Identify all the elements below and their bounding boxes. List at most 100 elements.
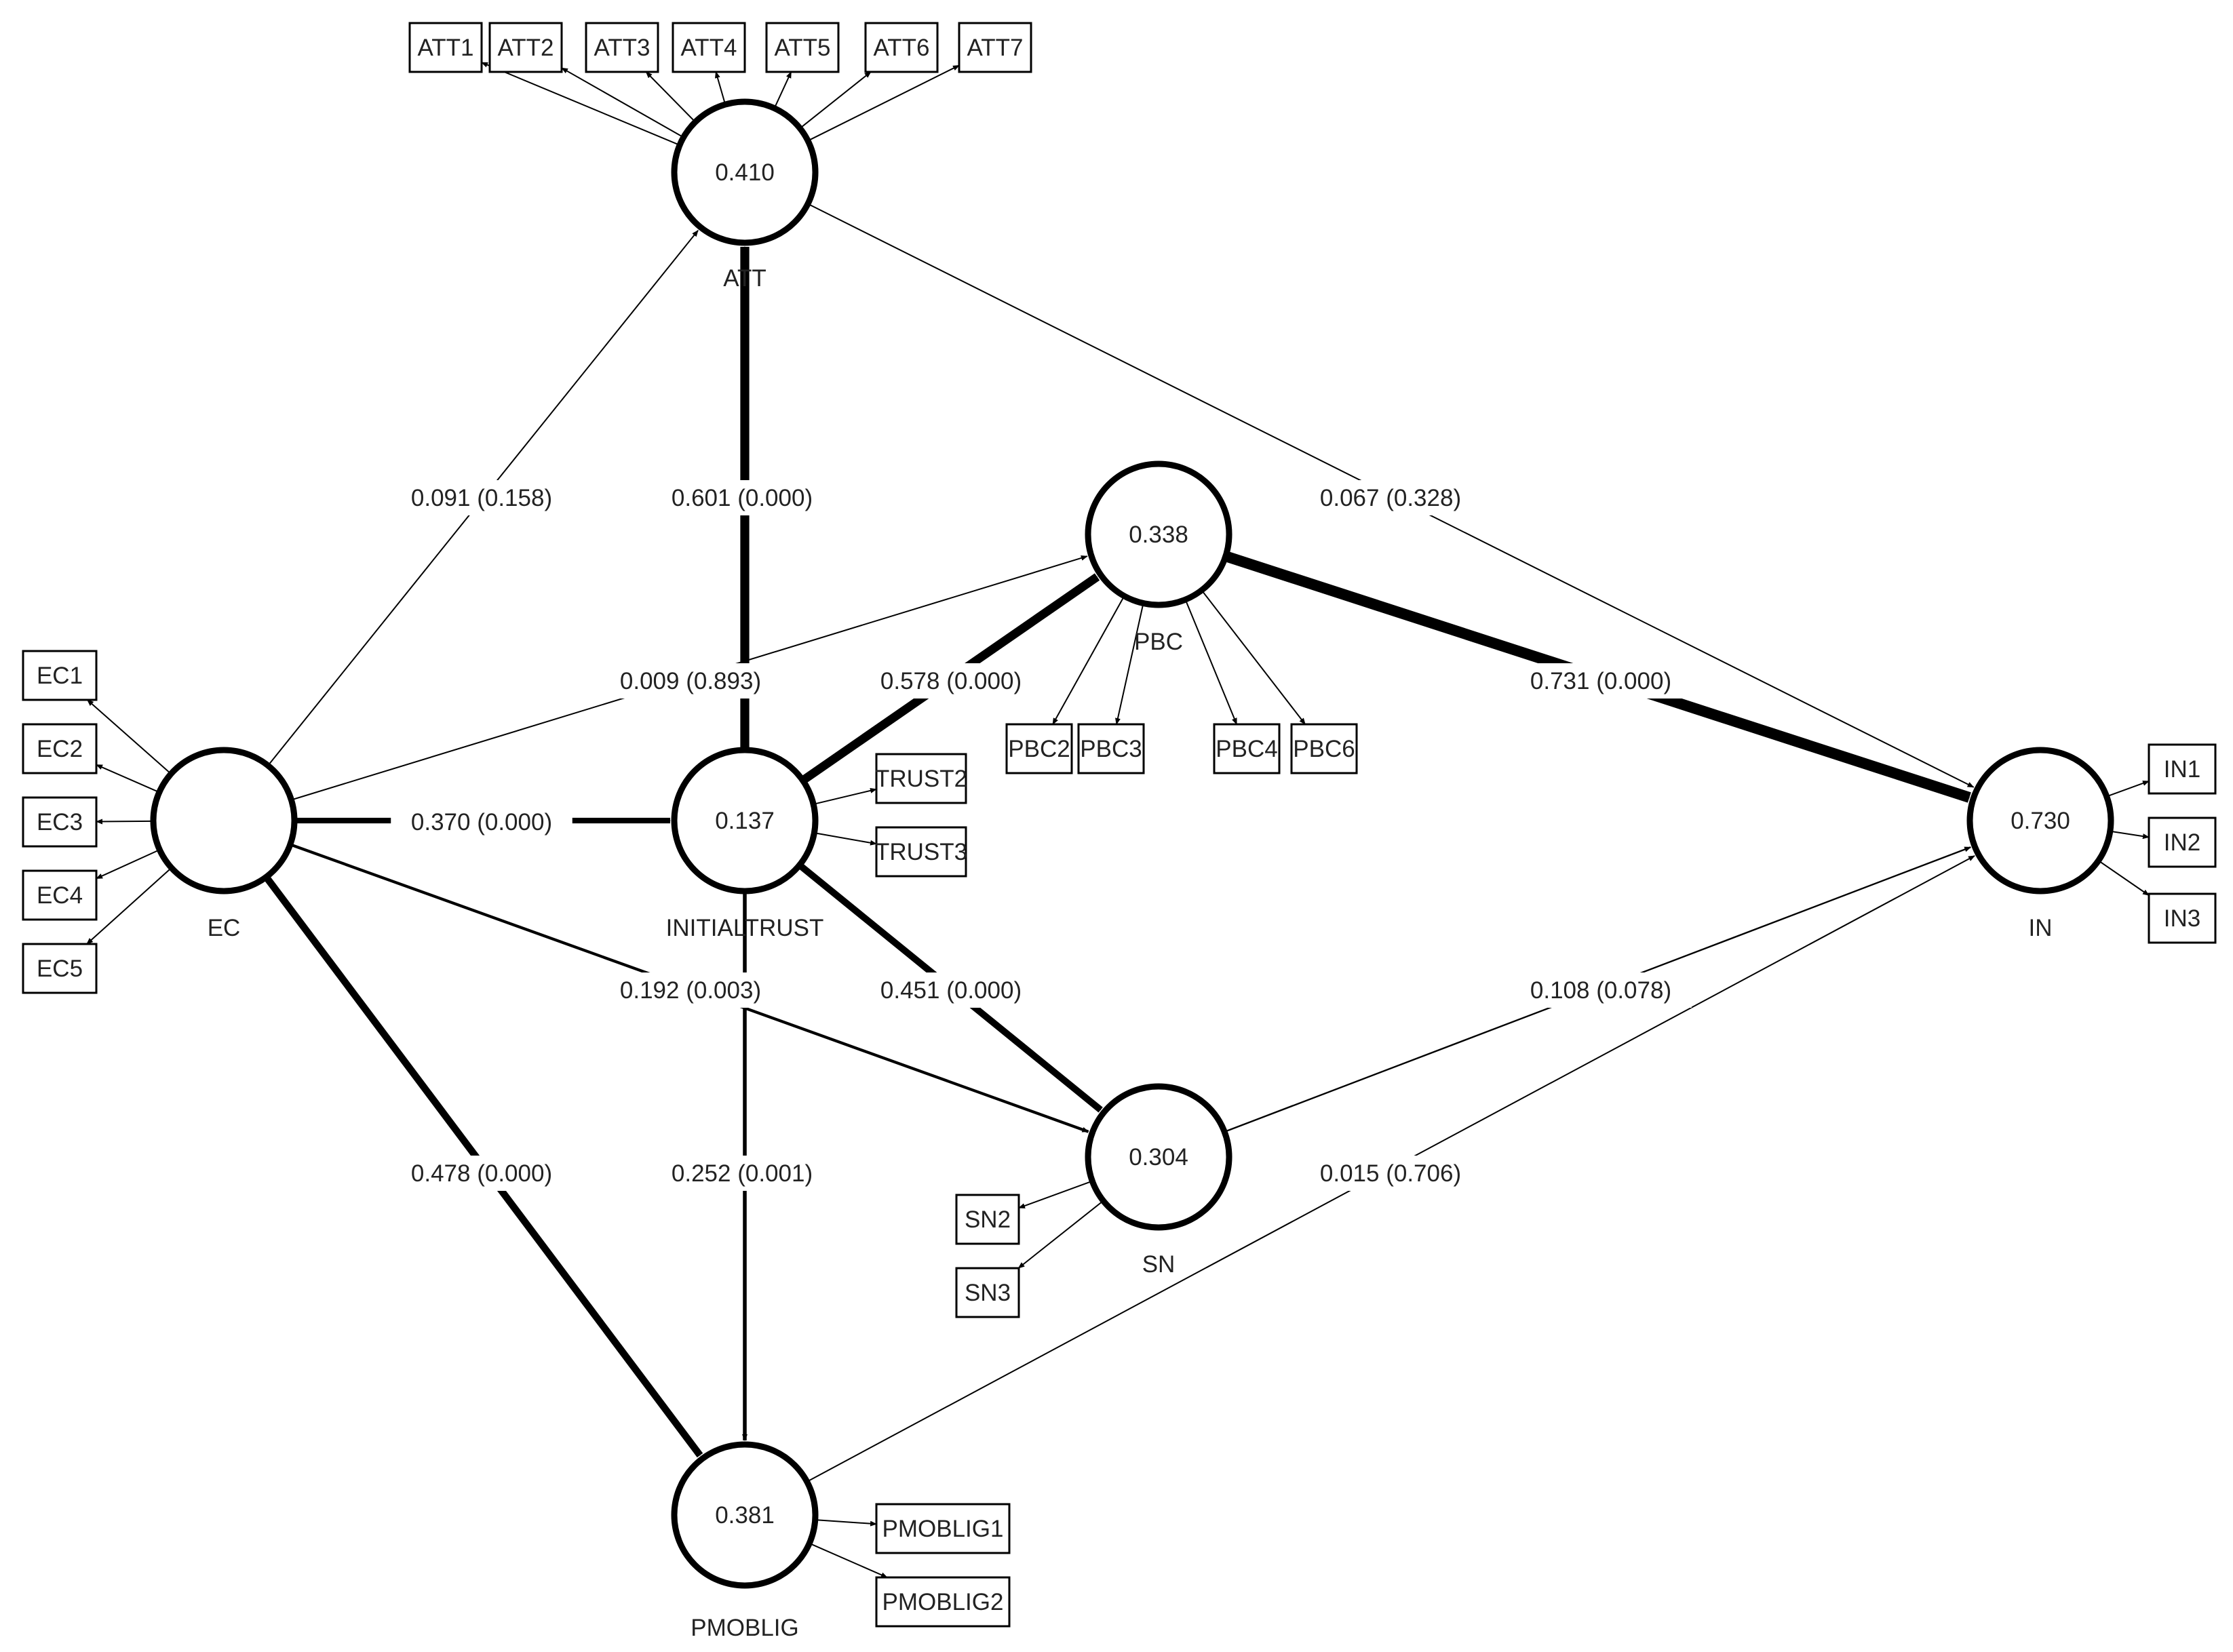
loading-arrow-pbc4 <box>1185 600 1238 725</box>
loading-arrow-pmoblig1 <box>816 1519 877 1527</box>
indicator-in2: IN2 <box>2148 817 2217 868</box>
path-coefficient-pbc-in: 0.731 (0.000) <box>1530 668 1671 694</box>
loading-arrow-pbc2 <box>1052 597 1125 725</box>
r-squared-value: 0.410 <box>715 159 775 186</box>
indicator-sn2: SN2 <box>955 1194 1020 1245</box>
path-coefficient-att-in: 0.067 (0.328) <box>1320 485 1461 511</box>
indicator-in1: IN1 <box>2148 743 2217 795</box>
indicator-box <box>2148 817 2217 868</box>
path-coefficient-tr-pm: 0.252 (0.001) <box>672 1160 813 1187</box>
indicator-ec3: EC3 <box>22 796 98 848</box>
coef-label-bg <box>1300 1156 1481 1191</box>
coef-label-bg <box>391 804 572 840</box>
indicator-box <box>1005 723 1073 774</box>
indicator-box <box>955 1194 1020 1245</box>
indicator-att3: ATT3 <box>585 22 659 73</box>
construct-name: INITIALTRUST <box>666 915 824 941</box>
path-coefficient-tr-sn: 0.451 (0.000) <box>880 977 1022 1004</box>
indicator-box <box>864 22 939 73</box>
loading-arrow-trust2 <box>814 787 877 805</box>
indicator-trust2: TRUST2 <box>875 753 967 804</box>
indicator-pbc6: PBC6 <box>1290 723 1358 774</box>
indicator-label: PBC3 <box>1080 736 1142 762</box>
coef-label-bg <box>391 480 572 515</box>
indicator-pbc4: PBC4 <box>1213 723 1281 774</box>
indicator-box <box>875 1503 1011 1554</box>
loading-arrow-ec4 <box>96 849 159 880</box>
indicator-trust3: TRUST3 <box>875 826 967 878</box>
indicator-att7: ATT7 <box>958 22 1032 73</box>
indicator-in3: IN3 <box>2148 892 2217 944</box>
coef-label-bg <box>600 663 781 699</box>
indicator-box <box>958 22 1032 73</box>
indicator-label: ATT4 <box>681 35 737 61</box>
path-coefficient-labels: 0.091 (0.158)0.601 (0.000)0.067 (0.328)0… <box>391 480 1692 1191</box>
indicator-box <box>875 1576 1011 1628</box>
indicator-ec4: EC4 <box>22 869 98 921</box>
indicator-label: EC1 <box>37 663 83 689</box>
indicator-box <box>22 943 98 994</box>
construct-circle <box>671 747 819 894</box>
loading-arrow-pbc3 <box>1115 604 1144 725</box>
indicator-label: PMOBLIG2 <box>882 1589 1004 1615</box>
indicator-ec2: EC2 <box>22 723 98 774</box>
construct-circle <box>1966 747 2114 894</box>
construct-name: SN <box>1142 1251 1176 1278</box>
indicator-box <box>2148 743 2217 795</box>
indicator-box <box>955 1267 1020 1318</box>
coef-label-bg <box>1510 972 1692 1008</box>
indicator-label: ATT6 <box>874 35 930 61</box>
indicator-box <box>1290 723 1358 774</box>
indicator-box <box>488 22 563 73</box>
construct-circle <box>671 98 819 246</box>
loading-arrow-att4 <box>715 71 726 104</box>
coef-label-bg <box>651 480 833 515</box>
indicator-label: PMOBLIG1 <box>882 1516 1004 1542</box>
indicator-label: ATT1 <box>418 35 474 61</box>
construct-name: EC <box>208 915 241 941</box>
loading-arrow-ec5 <box>86 868 171 945</box>
path-coefficient-ec-att: 0.091 (0.158) <box>411 485 552 511</box>
indicator-label: TRUST3 <box>875 839 967 865</box>
loading-arrow-ec1 <box>86 699 171 774</box>
indicator-label: EC5 <box>37 956 83 982</box>
indicator-label: TRUST2 <box>875 766 967 792</box>
loading-arrow-pbc6 <box>1201 591 1306 725</box>
indicator-box <box>1077 723 1145 774</box>
indicator-att1: ATT1 <box>408 22 483 73</box>
indicator-pmoblig2: PMOBLIG2 <box>875 1576 1011 1628</box>
coef-label-bg <box>651 1156 833 1191</box>
indicator-att6: ATT6 <box>864 22 939 73</box>
indicator-label: PBC6 <box>1293 736 1355 762</box>
indicator-label: SN3 <box>965 1280 1011 1306</box>
construct-circle <box>150 747 298 894</box>
indicator-box <box>22 796 98 848</box>
coef-label-bg <box>860 972 1042 1008</box>
indicator-pbc2: PBC2 <box>1005 723 1073 774</box>
indicator-pbc3: PBC3 <box>1077 723 1145 774</box>
construct-circle <box>671 1441 819 1589</box>
indicator-label: PBC2 <box>1008 736 1070 762</box>
loading-arrow-ec2 <box>96 764 159 793</box>
loading-arrow-att2 <box>561 67 683 138</box>
r-squared-value: 0.304 <box>1129 1144 1188 1171</box>
indicator-box <box>875 826 967 878</box>
indicator-label: ATT2 <box>498 35 554 61</box>
indicator-label: EC4 <box>37 882 83 909</box>
indicator-sn3: SN3 <box>955 1267 1020 1318</box>
coef-label-bg <box>860 663 1042 699</box>
path-coefficient-ec-tr: 0.370 (0.000) <box>411 809 552 835</box>
coef-label-bg <box>600 972 781 1008</box>
construct-name: PBC <box>1134 629 1183 655</box>
indicator-label: ATT3 <box>594 35 651 61</box>
construct-name: ATT <box>723 265 766 292</box>
indicator-label: SN2 <box>965 1206 1011 1233</box>
loading-arrow-pmoblig2 <box>810 1543 888 1578</box>
loading-arrow-att6 <box>800 71 872 128</box>
